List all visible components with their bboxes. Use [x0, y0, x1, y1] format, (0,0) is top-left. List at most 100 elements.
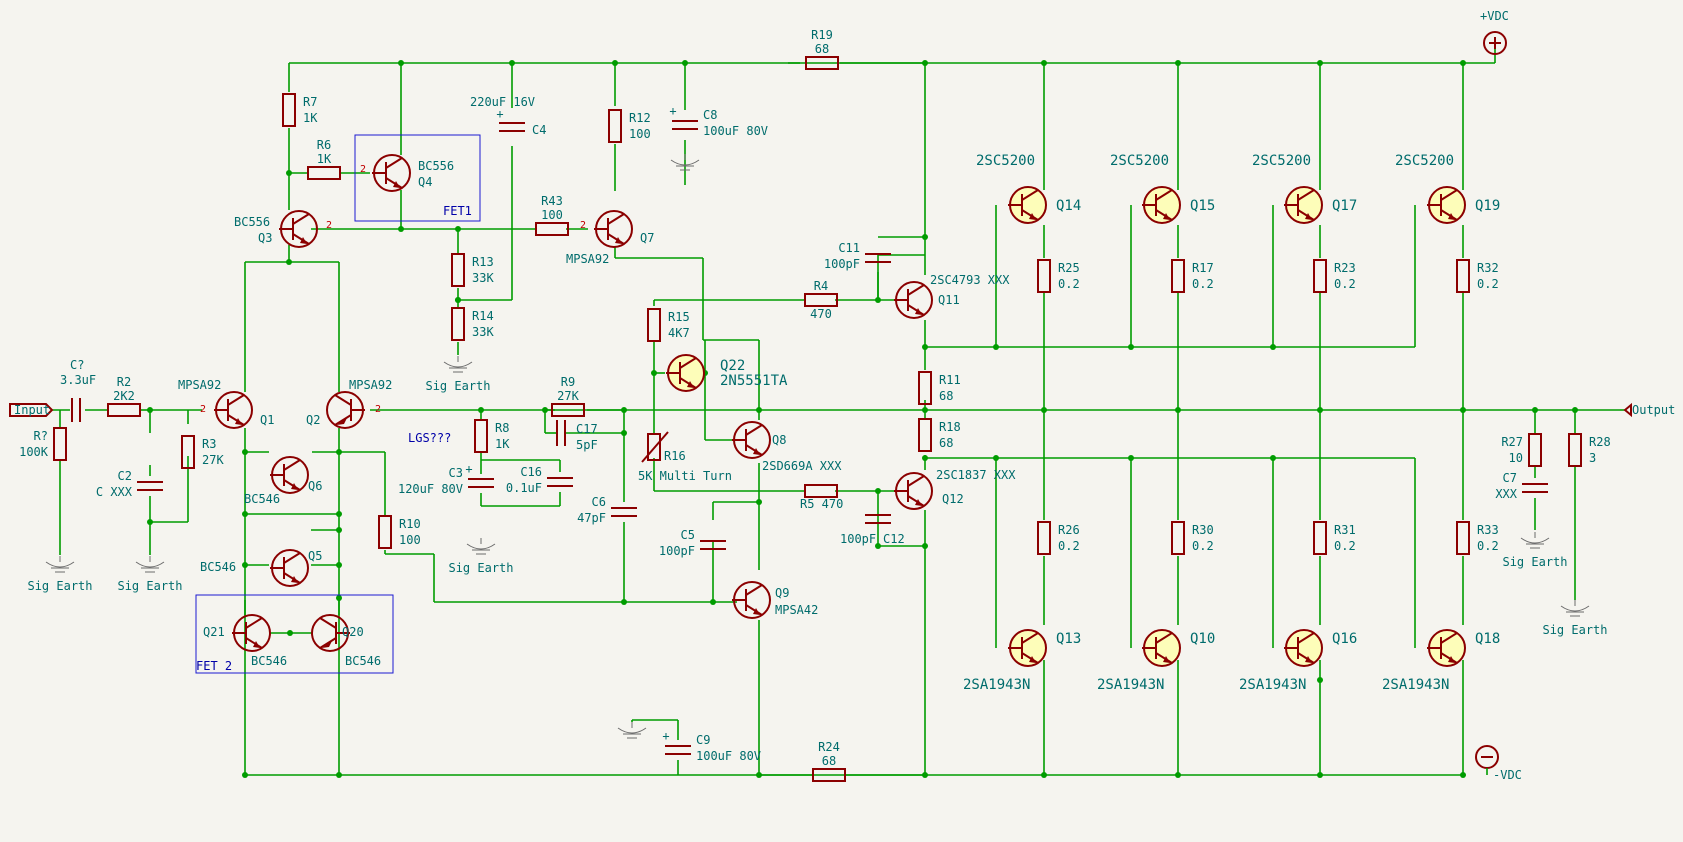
neg-supply-label: -VDC: [1493, 768, 1522, 782]
transistor-ref: Q7: [640, 231, 654, 245]
transistor-ref: Q4: [418, 175, 432, 189]
resistor-ref: R?: [34, 429, 48, 443]
ground-arc: [1560, 605, 1590, 612]
transistor-value: 2SC5200: [1252, 153, 1311, 169]
resistor-ref: R12: [629, 111, 651, 125]
neg-supply-symbol: -VDC: [1475, 745, 1522, 782]
transistor-collector: [227, 394, 245, 406]
junction-dot: [621, 599, 627, 605]
junction-dot: [147, 519, 153, 525]
resistor-value: 100: [399, 533, 421, 547]
junction-dot: [922, 455, 928, 461]
transistor-ref: Q20: [342, 625, 364, 639]
transistor-value: 2SD669A XXX: [762, 459, 842, 473]
transistor-ref: Q19: [1475, 198, 1500, 214]
transistor-value: 2SC1837 XXX: [936, 468, 1016, 482]
transistor-ref: Q18: [1475, 631, 1500, 647]
junction-dot: [621, 430, 627, 436]
transistor-collector: [745, 424, 763, 436]
junction-dot: [612, 60, 618, 66]
junction-dot: [509, 60, 515, 66]
resistor-value: 100: [541, 208, 563, 222]
transistor-value: 2SA1943N: [963, 677, 1030, 693]
resistor-value: 33K: [472, 271, 494, 285]
resistor-ref: R19: [811, 28, 833, 42]
junction-dot: [1270, 455, 1276, 461]
transistor-emitter-arrow: [615, 237, 622, 244]
trimmer-arrow: [641, 431, 669, 463]
resistor-ref: R15: [668, 310, 690, 324]
ground-arc: [617, 727, 647, 734]
capacitor-ref: C9: [696, 733, 710, 747]
ground-symbol: [670, 154, 700, 171]
junction-dot: [542, 407, 548, 413]
transistor-ref: Q12: [942, 492, 964, 506]
resistor-body: [1037, 259, 1051, 293]
junction-dot: [1460, 407, 1466, 413]
transistor-value: 2SA1943N: [1239, 677, 1306, 693]
resistor-r5: R5 470: [800, 484, 843, 511]
pos-supply-label: +VDC: [1480, 9, 1509, 23]
junction-dot: [286, 170, 292, 176]
junction-dot: [875, 297, 881, 303]
transistor-emitter: [245, 637, 263, 649]
capacitor-ref: C17: [576, 422, 598, 436]
group-fet2: FET 2: [195, 594, 394, 674]
transistor-emitter: [1021, 209, 1039, 221]
transistor-emitter: [292, 233, 310, 245]
transistor-collector: [1021, 632, 1039, 644]
junction-dot: [1175, 772, 1181, 778]
junction-dot: [1460, 772, 1466, 778]
transistor-emitter: [1297, 652, 1315, 664]
transistor-emitter: [334, 414, 352, 426]
pin-number: 2: [360, 164, 366, 175]
junction-dot: [922, 543, 928, 549]
transistor-value: 2SA1943N: [1097, 677, 1164, 693]
junction-dot: [922, 344, 928, 350]
transistor-ref: Q11: [938, 293, 960, 307]
resistor-body: [551, 403, 585, 417]
resistor-value: 27K: [557, 389, 579, 403]
pos-supply-symbol: +VDC: [1480, 9, 1509, 55]
resistor-value: 1K: [303, 111, 318, 125]
ground-label: Sig Earth: [1502, 555, 1567, 569]
transistor-collector: [1155, 632, 1173, 644]
transistor-emitter-arrow: [915, 308, 922, 315]
transistor-ref: Q9: [775, 586, 789, 600]
transistor-ref: Q3: [258, 231, 272, 245]
ground-arc: [443, 361, 473, 368]
resistor-body: [647, 433, 661, 461]
resistor-ref: R5 470: [800, 497, 843, 511]
ground-symbol: Sig Earth: [1502, 532, 1568, 569]
resistor-value: 0.2: [1477, 277, 1499, 291]
transistor-ref: Q5: [308, 549, 322, 563]
junction-dot: [1041, 60, 1047, 66]
transistor-collector: [679, 357, 697, 369]
transistor-emitter: [907, 495, 925, 507]
resistor-body: [535, 222, 569, 236]
junction-dot: [875, 543, 881, 549]
junction-dot: [922, 60, 928, 66]
junction-dot: [147, 407, 153, 413]
resistor-body: [181, 435, 195, 469]
resistor-value: 2K2: [113, 389, 135, 403]
resistor-body: [451, 307, 465, 341]
resistor-body: [107, 403, 141, 417]
transistor-value: 2SC4793 XXX: [930, 273, 1010, 287]
junction-dot: [336, 772, 342, 778]
transistor-emitter-arrow: [915, 499, 922, 506]
resistor-ref: R25: [1058, 261, 1080, 275]
